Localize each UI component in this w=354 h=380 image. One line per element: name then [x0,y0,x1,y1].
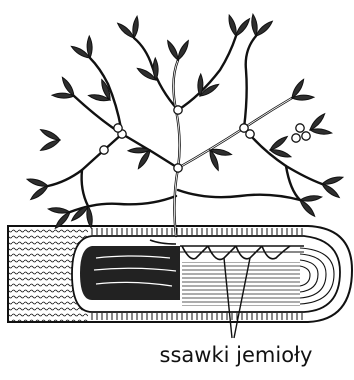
berry [174,106,182,114]
leaf [300,196,322,201]
berry [292,134,300,142]
leaf [41,130,60,140]
leaf [310,129,332,134]
leaf [300,200,315,216]
leaf [322,177,343,184]
host-branch [8,226,352,322]
berry [100,146,108,154]
haustoria-label: ssawki jemioły [160,343,313,367]
leaf [31,186,48,200]
leaf [178,41,188,60]
leaf [236,19,250,36]
leaf [252,14,257,36]
wood-grain [182,262,300,306]
heartwood-dark [80,246,180,300]
leaf [48,208,70,213]
leaf [27,179,48,186]
mistletoe-stems [48,36,322,236]
berry [246,130,254,138]
leaf [118,23,134,38]
leaf [256,21,272,36]
berry [302,132,310,140]
leaf [322,184,339,198]
leaf [229,15,236,36]
berry [114,124,122,132]
berry [296,124,304,132]
berry [174,164,182,172]
leaf [133,16,138,38]
leaf [87,206,92,228]
leaf [310,114,325,130]
leaf [270,136,287,150]
leaf [41,140,60,150]
leaf [168,41,178,60]
